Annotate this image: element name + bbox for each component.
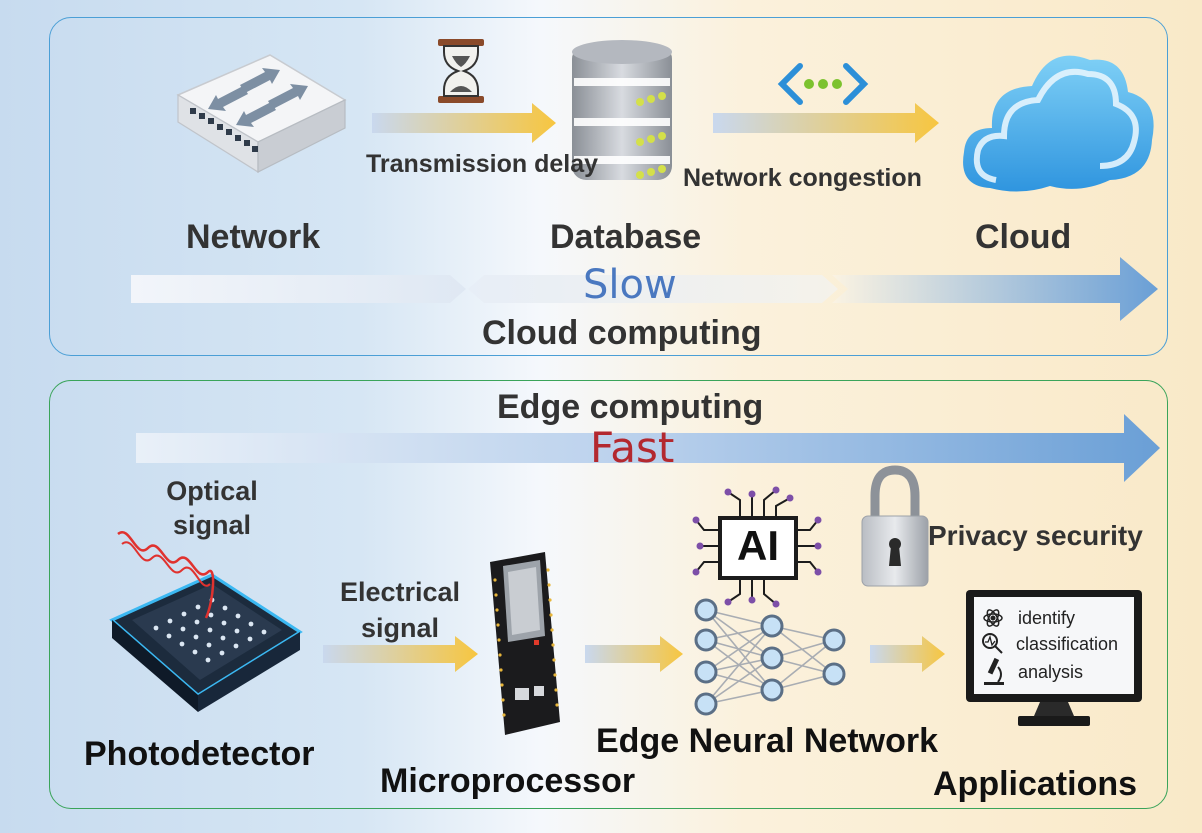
transmission-delay-label: Transmission delay (366, 150, 599, 178)
arrow-microprocessor-to-network (585, 636, 683, 672)
fast-label: Fast (590, 423, 675, 472)
slow-label: Slow (583, 262, 677, 308)
photodetector-label: Photodetector (84, 735, 315, 773)
magnifier-chart-icon (982, 633, 1003, 654)
network-code-icon (777, 63, 869, 105)
hourglass-icon (438, 39, 484, 103)
network-congestion-label: Network congestion (683, 164, 922, 192)
arrow-network-to-applications (870, 636, 945, 672)
monitor-item-identify: identify (1018, 608, 1076, 628)
applications-label: Applications (933, 765, 1138, 803)
slow-progress-arrow (131, 257, 1158, 321)
photodetector-icon (109, 530, 303, 712)
arrow-photodetector-to-microprocessor (323, 636, 478, 672)
privacy-security-label: Privacy security (928, 520, 1143, 551)
neural-network-icon (694, 598, 846, 716)
ai-chip-label: AI (737, 522, 779, 569)
edge-computing-title: Edge computing (497, 388, 764, 426)
optical-signal-label: Optical signal (166, 476, 258, 540)
edge-computing-panel (49, 380, 1168, 809)
arrow-database-to-cloud (713, 103, 939, 143)
monitor-item-classification: classification (1016, 634, 1119, 654)
database-icon (572, 40, 672, 180)
network-label: Network (186, 218, 321, 256)
edge-neural-network-label: Edge Neural Network (596, 722, 938, 760)
network-switch-icon (176, 54, 347, 174)
arrow-network-to-database (372, 103, 556, 143)
atom-icon (983, 609, 1003, 627)
monitor-item-analysis: analysis (1018, 662, 1084, 682)
ai-chip-icon (692, 486, 822, 608)
cloud-label: Cloud (975, 218, 1072, 256)
database-label: Database (550, 218, 702, 256)
microprocessor-icon (490, 552, 560, 735)
cloud-computing-panel (49, 17, 1168, 356)
microprocessor-label: Microprocessor (380, 762, 636, 800)
cloud-computing-title: Cloud computing (482, 314, 762, 352)
padlock-icon (861, 465, 929, 587)
microscope-icon (984, 657, 1004, 685)
electrical-signal-label: Electrical signal (339, 577, 461, 643)
cloud-icon (963, 55, 1154, 192)
fast-progress-arrow (136, 414, 1160, 482)
